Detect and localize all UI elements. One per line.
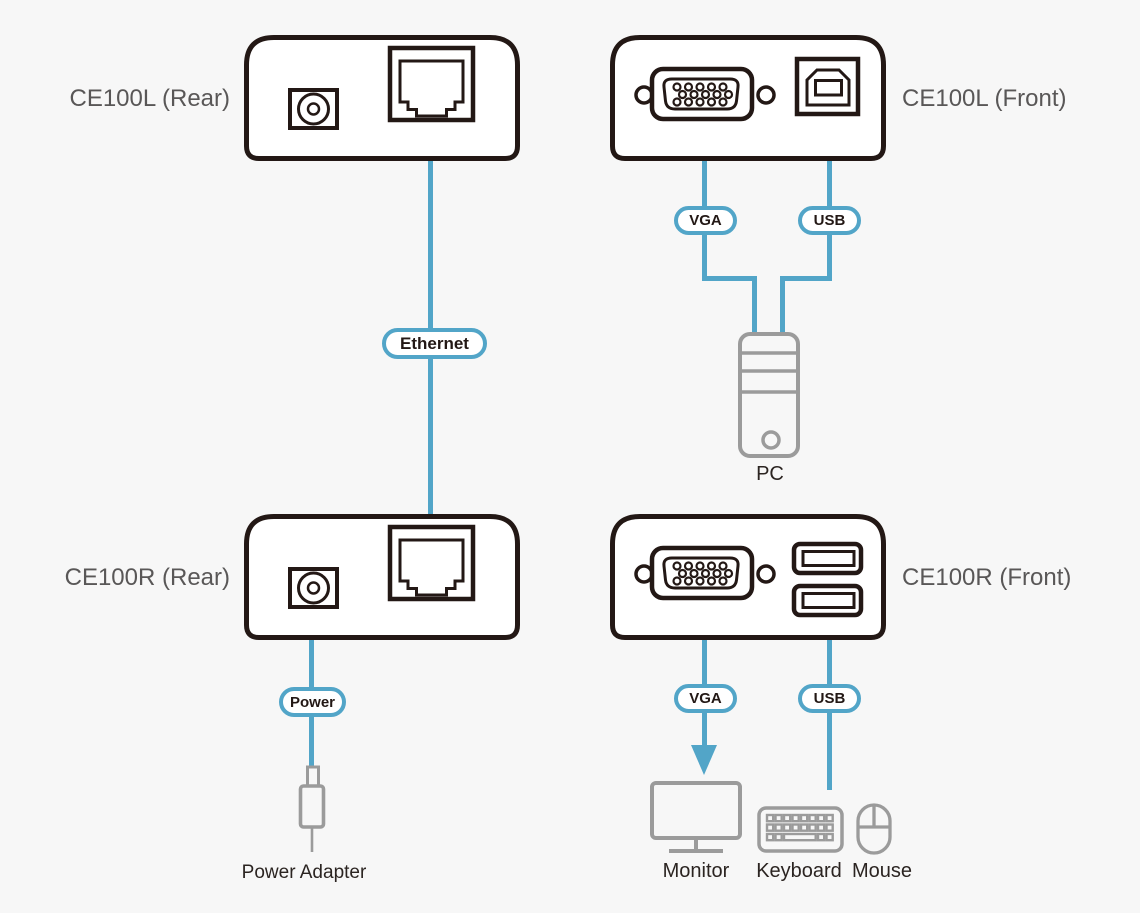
device-label-ce100l-front: CE100L (Front) [902,85,1067,112]
vga-label: VGA [689,690,722,707]
monitor-caption: Monitor [662,860,730,882]
power-adapter-icon [298,765,326,852]
rj45-port-icon [387,45,476,123]
cable-label-pill-usb-console: USB [798,684,861,713]
cable-label-pill-ethernet: Ethernet [382,328,487,359]
usb-a-ports-icon [791,541,864,618]
cable-label-pill-vga-console: VGA [674,684,737,713]
cable-label-pill-usb-pc: USB [798,206,861,235]
usb-pc-cable-line [780,276,785,332]
keyboard-caption: Keyboard [756,860,842,882]
usb-b-port-icon [794,56,861,117]
usb-pc-cable-line [827,112,832,279]
device-label-ce100r-rear: CE100R (Rear) [64,564,230,591]
dc-power-jack-icon [288,567,339,609]
vga-port-icon [649,66,755,122]
mouse-caption: Mouse [851,860,913,882]
usb-label: USB [813,690,846,707]
pc-tower-icon [738,332,800,458]
arrow-down-icon [691,745,717,775]
device-label-ce100r-front: CE100R (Front) [902,564,1072,591]
screw-hole-icon [634,564,654,584]
screw-hole-icon [756,564,776,584]
device-panel-ce100l-rear [244,35,520,161]
device-panel-ce100l-front [610,35,886,161]
device-panel-ce100r-rear [244,514,520,640]
keyboard-icon [757,806,844,853]
cable-label-pill-power: Power [279,687,346,717]
mouse-icon [856,803,892,855]
ethernet-label: Ethernet [400,333,469,353]
cable-label-pill-vga-pc: VGA [674,206,737,235]
screw-hole-icon [756,85,776,105]
ethernet-cable-line [428,122,433,527]
device-label-ce100l-rear: CE100L (Rear) [69,85,230,112]
vga-pc-cable-line [752,276,757,332]
vga-console-cable-line [702,598,707,748]
usb-pc-cable-line [780,276,832,281]
usb-label: USB [813,212,846,229]
power-adapter-caption: Power Adapter [241,862,367,883]
rj45-port-icon [387,524,476,602]
screw-hole-icon [634,85,654,105]
device-panel-ce100r-front [610,514,886,640]
vga-port-icon [649,545,755,601]
vga-label: VGA [689,212,722,229]
power-label: Power [289,693,335,711]
vga-pc-cable-line [702,276,757,281]
dc-power-jack-icon [288,88,339,130]
pc-caption: PC [756,463,784,485]
monitor-icon [650,781,742,853]
